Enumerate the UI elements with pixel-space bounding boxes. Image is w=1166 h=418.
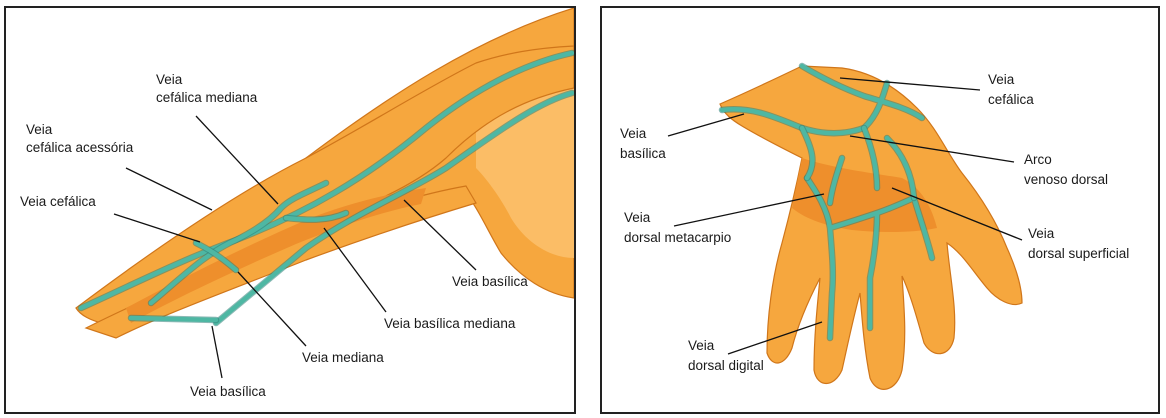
- label-veia-dorsal-superficial-2: dorsal superficial: [1028, 246, 1129, 261]
- label-veia-cefalica-acessoria-1: Veia: [26, 122, 53, 137]
- label-veia-basilica-right: Veia basílica: [452, 274, 528, 289]
- label-veia-basilica-1: Veia: [620, 126, 647, 141]
- label-veia-cefalica-2: cefálica: [988, 92, 1034, 107]
- label-arco-venoso-2: venoso dorsal: [1024, 172, 1108, 187]
- hand-illustration: Veia cefálica Veia basílica Arco venoso …: [602, 8, 1158, 412]
- label-veia-cefalica-1: Veia: [988, 72, 1015, 87]
- label-veia-dorsal-digital-1: Veia: [688, 338, 715, 353]
- label-veia-dorsal-superficial-1: Veia: [1028, 226, 1055, 241]
- label-veia-dorsal-digital-2: dorsal digital: [688, 358, 764, 373]
- label-veia-mediana: Veia mediana: [302, 350, 384, 365]
- label-veia-cefalica-acessoria-2: cefálica acessória: [26, 140, 134, 155]
- label-veia-basilica-bottom: Veia basílica: [190, 384, 266, 399]
- forearm-illustration: Veia cefálica mediana Veia cefálica aces…: [6, 8, 574, 412]
- label-veia-cefalica-mediana-1: Veia: [156, 72, 183, 87]
- label-arco-venoso-1: Arco: [1024, 152, 1052, 167]
- label-veia-basilica-mediana: Veia basílica mediana: [384, 316, 516, 331]
- label-veia-dorsal-metacarpio-1: Veia: [624, 210, 651, 225]
- label-veia-cefalica-mediana-2: cefálica mediana: [156, 90, 258, 105]
- label-veia-basilica-2: basílica: [620, 146, 666, 161]
- label-veia-cefalica: Veia cefálica: [20, 194, 96, 209]
- hand-panel: Veia cefálica Veia basílica Arco venoso …: [600, 6, 1160, 414]
- label-veia-dorsal-metacarpio-2: dorsal metacarpio: [624, 230, 731, 245]
- forearm-panel: Veia cefálica mediana Veia cefálica aces…: [4, 6, 576, 414]
